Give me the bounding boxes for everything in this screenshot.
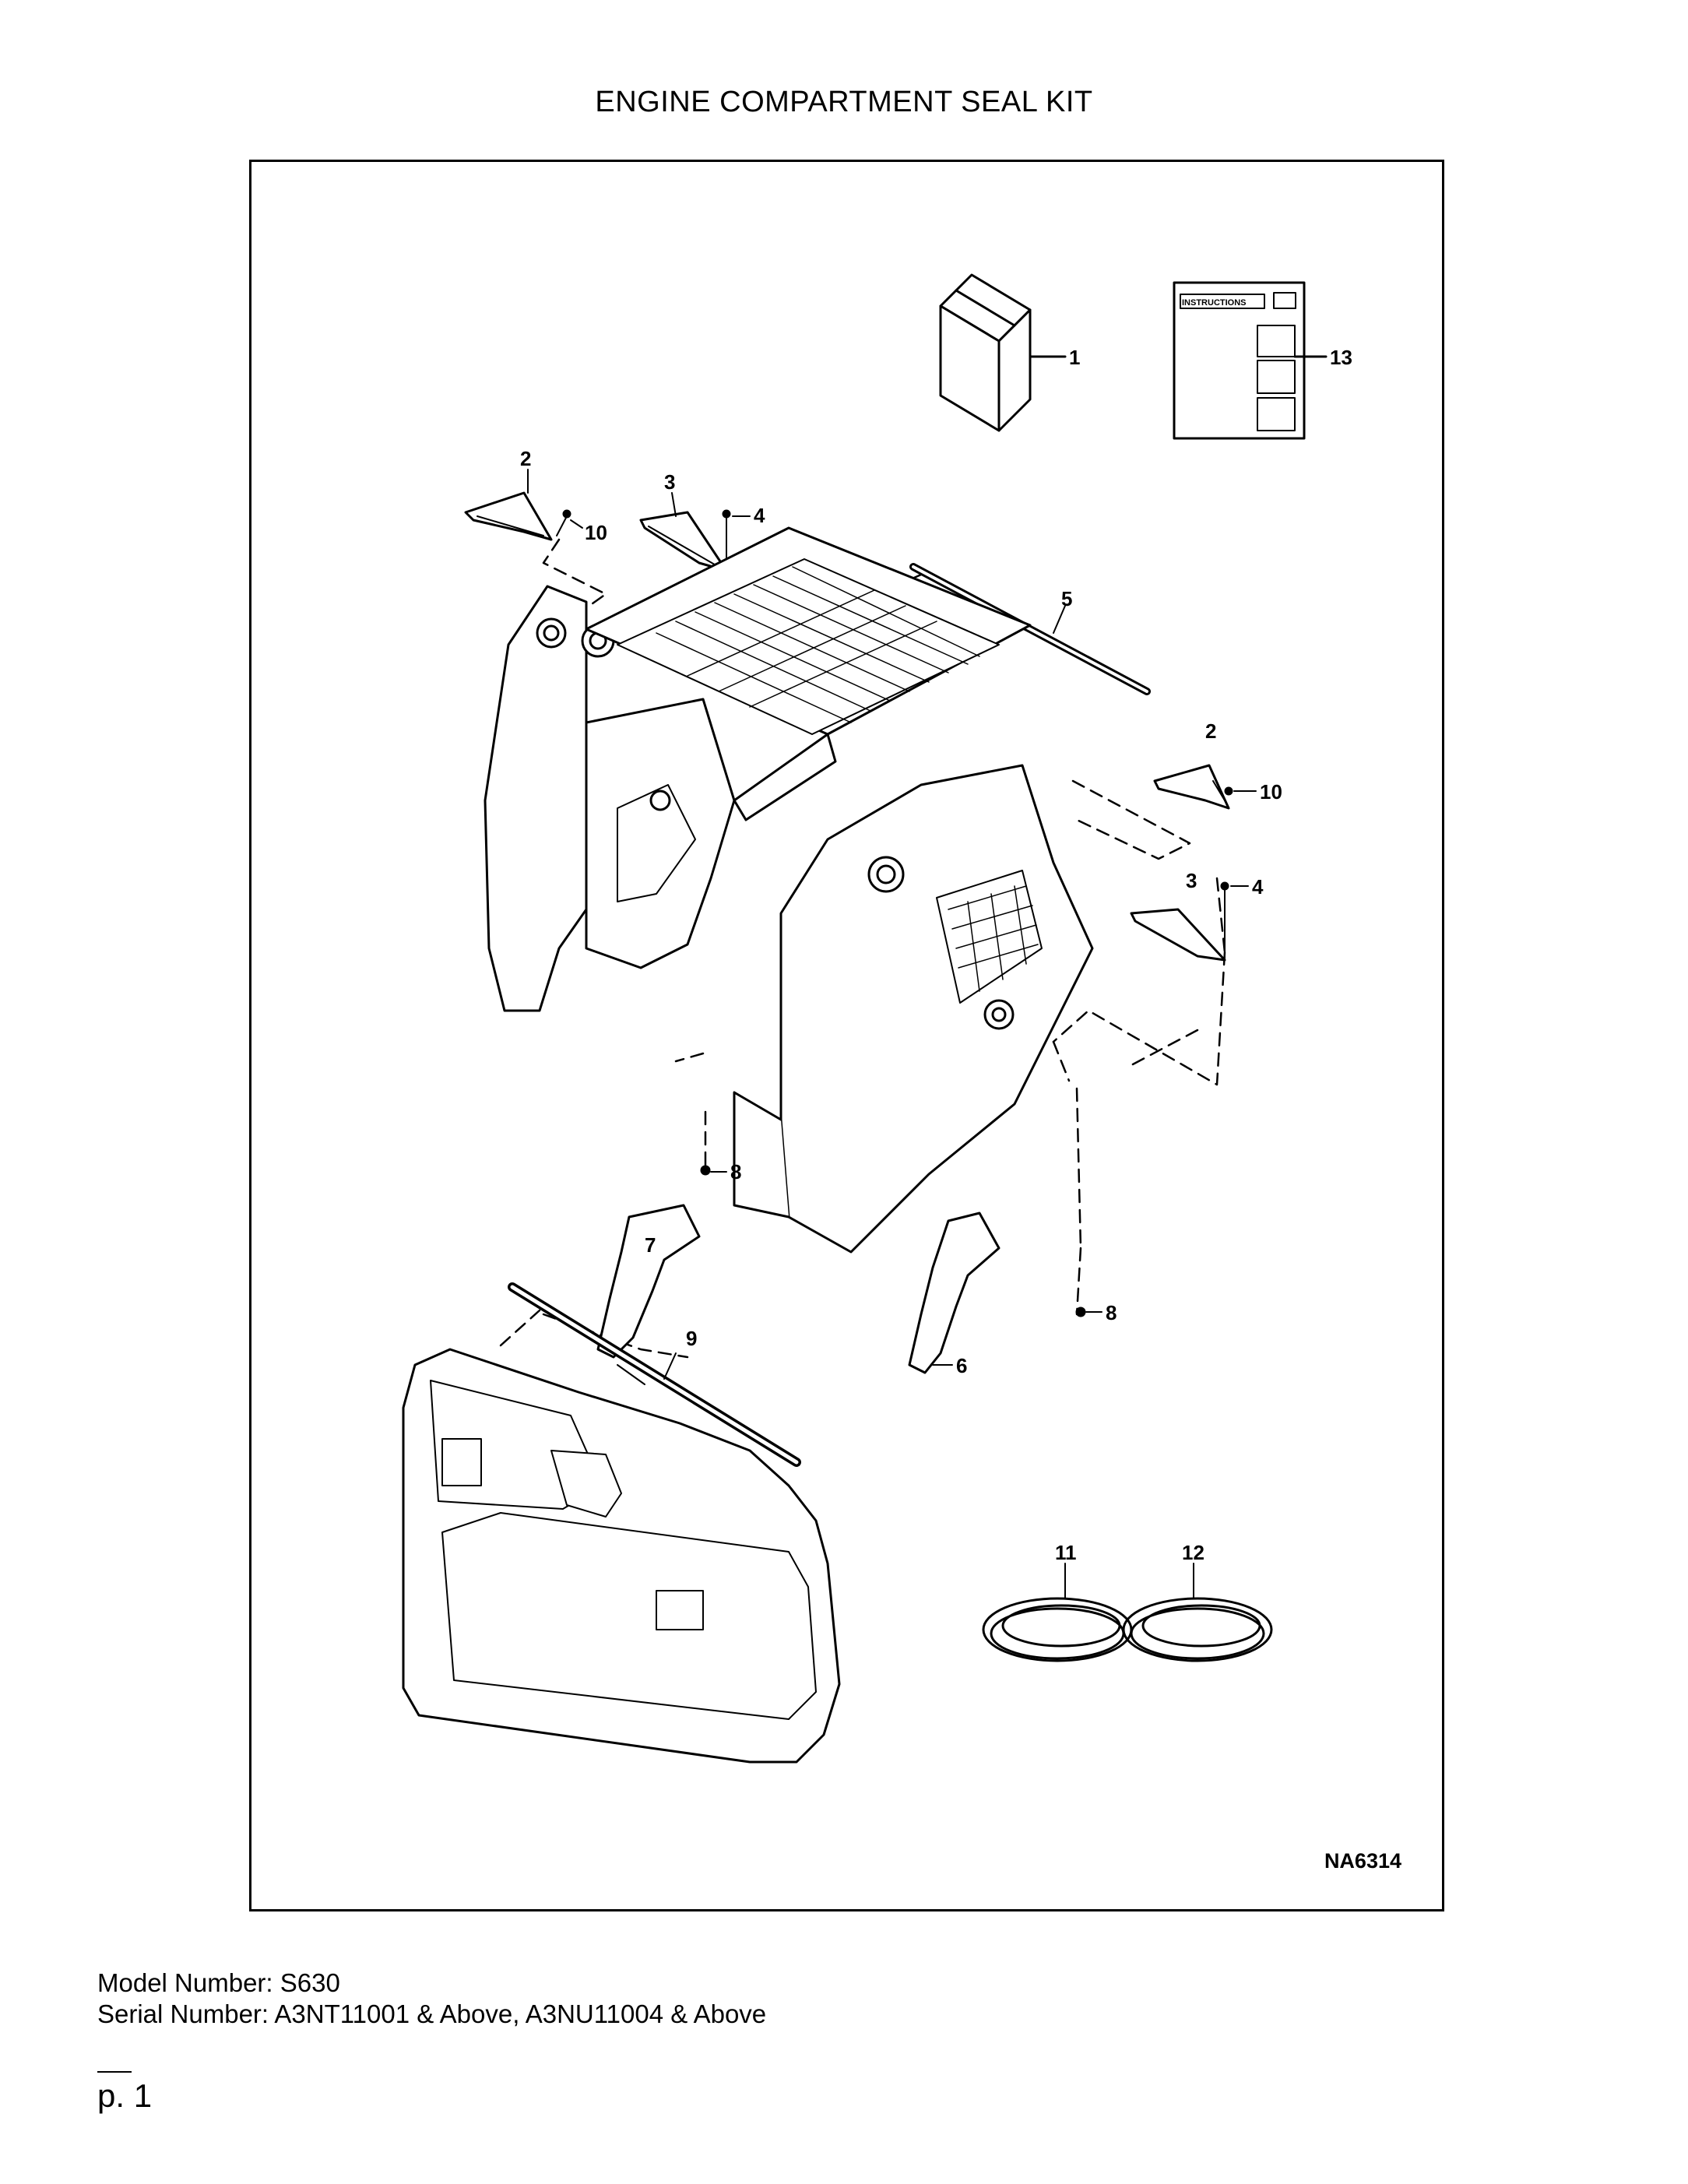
instruction-sheet bbox=[1173, 281, 1328, 440]
callout-11: 11 bbox=[1055, 1541, 1077, 1564]
callout-2-upper: 2 bbox=[520, 447, 531, 470]
seal-side-left bbox=[596, 1165, 727, 1385]
page-number-rule bbox=[97, 2071, 132, 2073]
callout-4-right: 4 bbox=[1252, 875, 1264, 899]
callout-1: 1 bbox=[1069, 346, 1080, 369]
seal-coil-11 bbox=[982, 1563, 1133, 1662]
callout-12: 12 bbox=[1182, 1541, 1204, 1564]
instruction-sheet-label: INSTRUCTIONS bbox=[1182, 298, 1247, 308]
callout-6: 6 bbox=[956, 1354, 967, 1377]
seal-side-right bbox=[908, 1212, 1102, 1374]
seal-strip-bottom bbox=[508, 1282, 801, 1467]
loader-frame bbox=[484, 526, 1094, 1254]
seal-bracket-upper-left bbox=[464, 469, 583, 541]
serial-number: Serial Number: A3NT11001 & Above, A3NU11… bbox=[97, 1999, 767, 2028]
callout-5: 5 bbox=[1061, 587, 1072, 610]
callout-10-upper: 10 bbox=[585, 521, 607, 544]
callout-9: 9 bbox=[686, 1327, 697, 1350]
parts-diagram-frame: 1 13 2 3 4 10 5 2 10 3 4 8 7 8 9 6 11 12… bbox=[249, 160, 1444, 1911]
callout-3-upper: 3 bbox=[664, 470, 675, 494]
page-number: p. 1 bbox=[97, 2077, 153, 2114]
seal-coil-12 bbox=[1122, 1563, 1273, 1662]
drawing-id: NA6314 bbox=[1324, 1849, 1401, 1873]
seal-bracket-right bbox=[1130, 764, 1257, 962]
callout-8-left: 8 bbox=[730, 1160, 741, 1183]
model-number: Model Number: S630 bbox=[97, 1968, 340, 1997]
kit-box bbox=[939, 273, 1067, 432]
callout-2-right: 2 bbox=[1205, 719, 1216, 743]
callout-7: 7 bbox=[645, 1233, 656, 1257]
callout-4-upper: 4 bbox=[754, 504, 765, 527]
callout-8-right: 8 bbox=[1106, 1301, 1117, 1324]
callout-3-right: 3 bbox=[1186, 869, 1197, 892]
exploded-parts-diagram: 1 13 2 3 4 10 5 2 10 3 4 8 7 8 9 6 11 12… bbox=[402, 273, 1352, 1764]
page-title: ENGINE COMPARTMENT SEAL KIT bbox=[595, 86, 1093, 118]
seal-strip-top bbox=[909, 563, 1151, 695]
rear-door bbox=[402, 1348, 841, 1764]
callout-10-right: 10 bbox=[1260, 780, 1282, 804]
callout-13: 13 bbox=[1330, 346, 1352, 369]
